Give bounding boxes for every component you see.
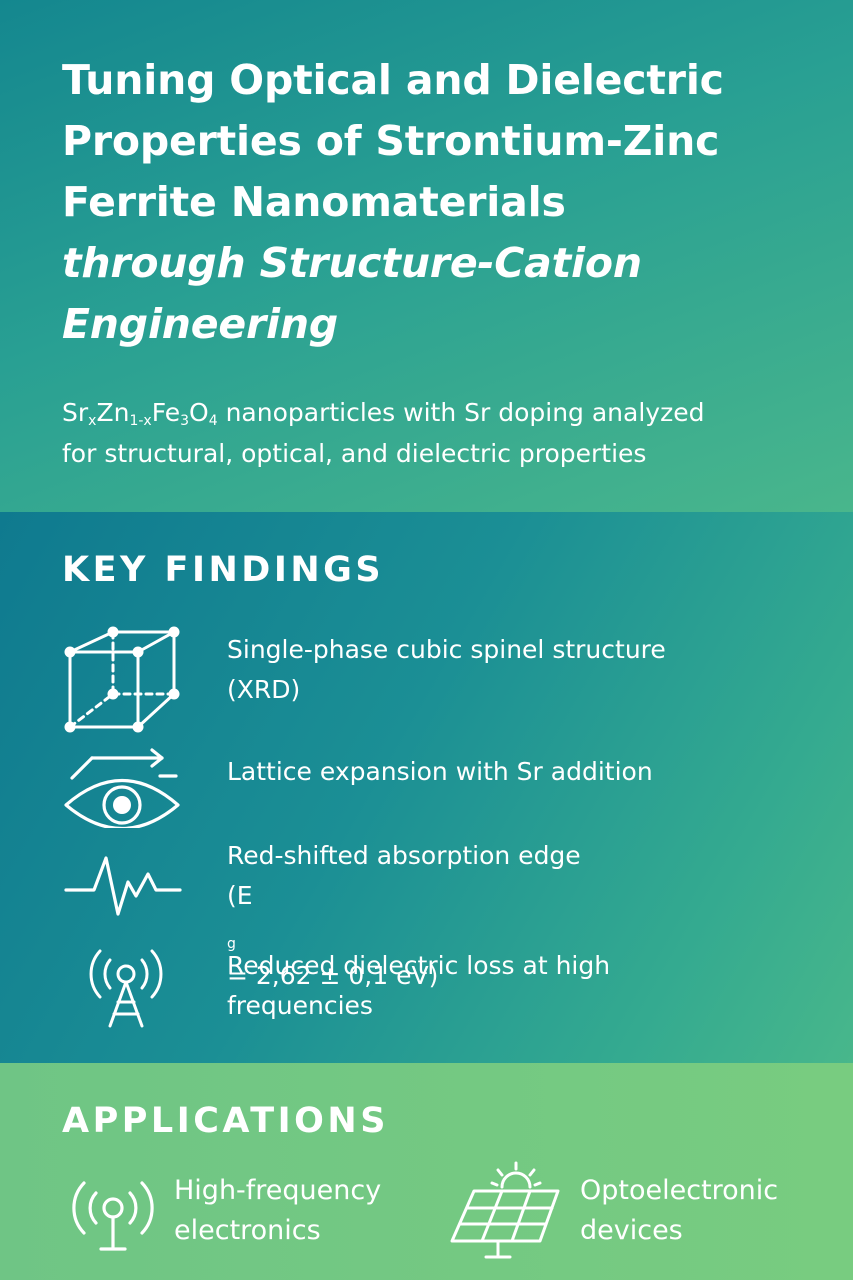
application-text: Optoelectronic devices: [580, 1171, 840, 1251]
formula-zn: Zn: [96, 398, 130, 427]
title-line: Properties of Strontium-Zinc: [62, 117, 720, 165]
finding-line: (XRD): [227, 675, 301, 704]
finding-line: frequencies: [227, 991, 373, 1020]
application-line: electronics: [174, 1215, 321, 1246]
subtitle: SrxZn1-xFe3O4 nanoparticles with Sr dopi…: [62, 392, 832, 474]
formula-sub: x: [88, 413, 97, 429]
application-line: devices: [580, 1215, 683, 1246]
formula-sr: Sr: [62, 398, 89, 427]
finding-text: Lattice expansion with Sr addition: [227, 752, 827, 792]
applications-heading: APPLICATIONS: [62, 1101, 389, 1141]
waveform-icon: [64, 856, 182, 916]
finding-text: Reduced dielectric loss at high frequenc…: [227, 946, 827, 1026]
cube-icon: [64, 626, 180, 733]
applications-section: APPLICATIONS High-frequency electronics: [0, 1063, 853, 1280]
formula-sub: 1-x: [129, 413, 152, 429]
eg-sub: g: [227, 936, 236, 952]
application-text: High-frequency electronics: [174, 1171, 434, 1251]
header-section: Tuning Optical and Dielectric Properties…: [0, 0, 853, 512]
formula-sub: 4: [208, 413, 218, 429]
title-line: Ferrite Nanomaterials: [62, 178, 566, 226]
finding-line: (E g = 2,62 ± 0,1 eV): [227, 876, 827, 996]
finding-line: Reduced dielectric loss at high: [227, 951, 611, 980]
eg-prefix: (E: [227, 881, 253, 910]
eg-value: = 2,62 ± 0,1 eV): [227, 961, 439, 990]
key-findings-heading: KEY FINDINGS: [62, 550, 385, 590]
finding-line: Single-phase cubic spinel structure: [227, 635, 666, 664]
finding-line: Lattice expansion with Sr addition: [227, 757, 653, 786]
title-line: Tuning Optical and Dielectric: [62, 56, 724, 104]
application-line: Optoelectronic: [580, 1175, 779, 1206]
formula-sub: 3: [180, 413, 190, 429]
antenna-tower-icon: [89, 949, 163, 1028]
finding-line: Red-shifted absorption edge: [227, 841, 581, 870]
solar-panel-icon: [450, 1161, 560, 1259]
application-line: High-frequency: [174, 1175, 382, 1206]
title-line-italic: through Structure-Cation: [62, 239, 642, 287]
formula-o: O: [189, 398, 209, 427]
eye-arrow-icon: [64, 748, 180, 828]
antenna-icon: [72, 1181, 154, 1251]
finding-text: Red-shifted absorption edge (E g = 2,62 ±…: [227, 836, 827, 996]
key-findings-section: KEY FINDINGS Single-phase cu: [0, 512, 853, 1063]
formula-fe: Fe: [151, 398, 181, 427]
subtitle-rest: nanoparticles with Sr doping analyzed: [217, 398, 705, 427]
subtitle-line: for structural, optical, and dielectric …: [62, 439, 647, 468]
finding-text: Single-phase cubic spinel structure (XRD…: [227, 630, 827, 710]
page-title: Tuning Optical and Dielectric Properties…: [62, 50, 822, 355]
subtitle-line: SrxZn1-xFe3O4 nanoparticles with Sr dopi…: [62, 392, 832, 433]
title-line-italic: Engineering: [62, 300, 339, 348]
